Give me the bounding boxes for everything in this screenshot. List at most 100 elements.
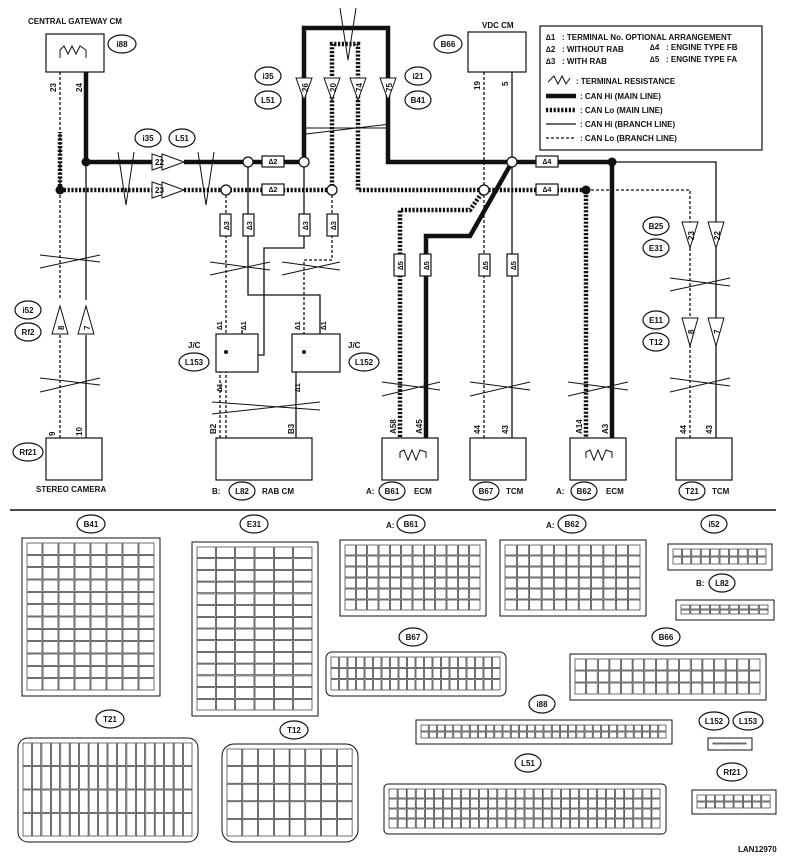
pin-cell xyxy=(642,798,652,809)
pin-cell xyxy=(423,588,435,600)
pin-cell xyxy=(690,658,703,671)
pin-cell xyxy=(406,818,416,829)
pin-cell xyxy=(355,566,367,578)
oval-T12: T12 xyxy=(642,332,670,352)
mark-s5c: ∆5 xyxy=(478,253,491,277)
pin-cell xyxy=(378,566,390,578)
pin-cell xyxy=(702,658,714,671)
pin-cell xyxy=(542,788,552,799)
pin-cell xyxy=(406,788,416,799)
po-B61-text: B61 xyxy=(404,520,419,529)
po-L51-text: L51 xyxy=(521,759,535,768)
oval-B62: B62 xyxy=(570,481,598,501)
pin-cell xyxy=(389,599,401,611)
pin-cell xyxy=(258,766,274,784)
pin-cell xyxy=(138,665,155,678)
mark-s1e: ∆1 xyxy=(215,383,224,392)
oval-B41: B41 xyxy=(404,90,432,110)
pin-cell xyxy=(658,724,667,732)
pin-cell xyxy=(633,724,642,732)
po-L82-text: L82 xyxy=(715,579,729,588)
pin-cell xyxy=(336,748,353,766)
mark-s1d: ∆1 xyxy=(319,321,328,330)
pin-cell xyxy=(136,813,146,837)
pin-cell xyxy=(712,742,721,745)
terminal-i7-text: 7 xyxy=(83,325,92,330)
pin-cell xyxy=(26,591,43,604)
pin-cell xyxy=(517,555,530,567)
pin-cell xyxy=(381,656,390,668)
pin-n43: 43 xyxy=(705,425,714,434)
pin-cell xyxy=(42,653,59,666)
pin-cell xyxy=(293,640,313,652)
pin-cell xyxy=(719,548,729,557)
po-L153-text: L153 xyxy=(739,717,758,726)
pin-cell xyxy=(624,818,634,829)
pinout-grids xyxy=(22,542,771,837)
ecm2-prefix: A: xyxy=(556,487,564,496)
pin-cell xyxy=(242,801,258,819)
pin-cell xyxy=(542,798,552,809)
terminal-t22: 22 xyxy=(707,221,725,250)
pin-cell xyxy=(58,641,75,654)
pin-cell xyxy=(107,742,117,766)
pin-cell xyxy=(515,808,525,819)
pin-cell xyxy=(74,678,91,691)
pin-cell xyxy=(615,577,628,589)
pin-cell xyxy=(398,656,407,668)
pin-cell xyxy=(644,658,656,671)
pin-cell xyxy=(138,641,155,654)
pin-cell xyxy=(50,766,60,790)
pin-cell xyxy=(216,698,235,711)
pin-cell xyxy=(621,682,633,695)
mark-s5a: ∆5 xyxy=(393,253,406,277)
pin-cell xyxy=(32,813,42,837)
mark-s3b: ∆3 xyxy=(242,213,255,237)
terminal-t22-text: 22 xyxy=(713,231,722,240)
tcm2-label: TCM xyxy=(712,487,730,496)
pin-cell xyxy=(273,819,290,837)
pin-cell xyxy=(415,818,425,829)
pin-cell xyxy=(305,819,321,837)
pin-cell xyxy=(412,566,424,578)
pin-cell xyxy=(60,766,70,790)
jc2-label: J/C xyxy=(348,341,361,350)
pin-cell xyxy=(617,731,626,739)
pin-cell xyxy=(355,555,367,567)
oval-E31-text: E31 xyxy=(649,244,664,253)
pin-cell xyxy=(568,724,577,732)
pin-cell xyxy=(397,798,407,809)
po-B61: B61 xyxy=(396,514,426,534)
pin-cell xyxy=(449,656,458,668)
pin-cell xyxy=(138,678,155,691)
pin-cell xyxy=(235,581,255,594)
pin-cell xyxy=(216,640,235,652)
pin-cell xyxy=(254,581,274,594)
pin-cell xyxy=(336,819,353,837)
pin-cell xyxy=(273,640,293,652)
pin-cell xyxy=(560,788,570,799)
pin-cell xyxy=(293,558,313,570)
pin-cell xyxy=(88,813,98,837)
pin-cell xyxy=(515,818,525,829)
pin-cell xyxy=(738,742,747,745)
pin-cell xyxy=(273,698,293,711)
pin-cell xyxy=(406,808,416,819)
po-L152-text: L152 xyxy=(705,717,724,726)
pin-cell xyxy=(466,667,475,679)
pin-cell xyxy=(435,588,447,600)
terminal-75: 75 xyxy=(379,77,397,102)
pin-cell xyxy=(578,544,591,556)
pin-cell xyxy=(364,656,373,668)
pin-cell xyxy=(715,801,725,809)
stereo-camera-box xyxy=(45,437,103,481)
pin-cell xyxy=(696,794,706,802)
pin-cell xyxy=(696,801,706,809)
pin-cell xyxy=(138,653,155,666)
pin-m44: 44 xyxy=(473,425,482,434)
pin-cell xyxy=(615,788,625,799)
pin-cell xyxy=(138,579,155,592)
pin-cell xyxy=(293,687,313,699)
pin-cell xyxy=(254,698,274,711)
mark-s3c: ∆3 xyxy=(298,213,311,237)
